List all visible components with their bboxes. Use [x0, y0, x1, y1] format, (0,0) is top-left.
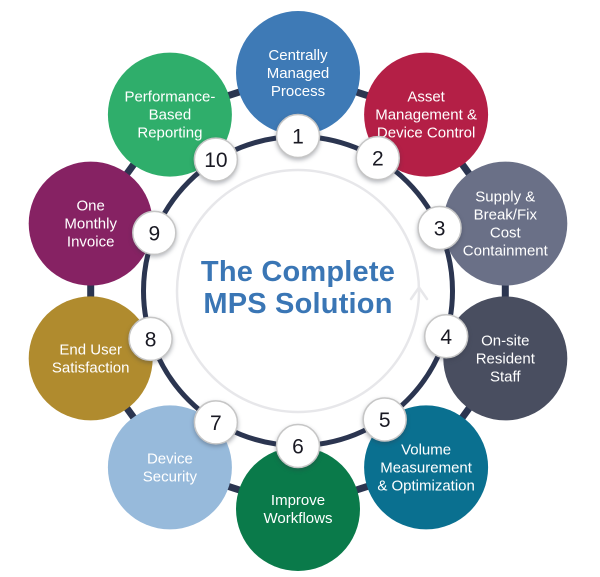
label-line: Containment [463, 243, 549, 260]
step-badge-10: 10 [193, 137, 239, 182]
solution-circle-shape [28, 161, 153, 286]
step-number: 4 [440, 326, 452, 349]
step-badge-4: 4 [423, 314, 469, 359]
label-line: & Optimization [377, 477, 475, 494]
label-line: Managed [267, 65, 330, 82]
step-badge-circle [355, 135, 401, 181]
label-line: Satisfaction [52, 359, 130, 376]
step-badge-circle [423, 314, 469, 359]
label-line: Workflows [264, 510, 333, 527]
step-number: 8 [145, 328, 157, 351]
label-line: Staff [490, 368, 521, 385]
step-badge-7: 7 [193, 400, 239, 445]
label-line: Resident [476, 350, 536, 367]
label-line: Asset [407, 89, 445, 106]
step-badge-2: 2 [355, 135, 401, 181]
step-number: 3 [434, 218, 446, 241]
label-line: Device [147, 450, 193, 467]
label-line: Cost [490, 225, 522, 242]
step-badge-circle [132, 210, 177, 256]
solution-circle-shape [236, 11, 360, 135]
label-line: Reporting [137, 125, 202, 142]
label-line: Process [271, 83, 325, 100]
label-line: Centrally [268, 47, 328, 64]
step-badge-circle [193, 400, 239, 445]
label-line: Management & [375, 107, 477, 124]
step-number: 6 [292, 436, 304, 459]
diagram-title-line2: MPS Solution [203, 288, 392, 320]
step-number: 7 [210, 412, 222, 435]
label-line: Based [149, 107, 192, 124]
step-badge-6: 6 [275, 423, 321, 469]
label-line: One [77, 198, 105, 215]
label-line: Performance- [124, 89, 215, 106]
label-line: Improve [271, 492, 325, 509]
diagram-title-line1: The Complete [201, 256, 395, 288]
step-badge-circle [128, 316, 173, 362]
solution-circle-shape [443, 296, 568, 421]
label-line: Device Control [377, 125, 475, 142]
label-line: Supply & [475, 189, 535, 206]
solution-circle-shape [236, 447, 360, 571]
step-number: 9 [148, 222, 160, 245]
label-line: End User [59, 341, 122, 358]
step-badge-5: 5 [362, 397, 407, 442]
label-line: Security [143, 468, 198, 485]
step-badge-8: 8 [128, 316, 173, 362]
step-badge-9: 9 [132, 210, 177, 256]
label-line: On-site [481, 332, 529, 349]
step-badge-circle [362, 397, 407, 442]
solution-circle-shape [443, 161, 568, 286]
step-badge-1: 1 [275, 113, 321, 159]
step-badge-circle [417, 205, 462, 251]
inner-faint-circle [175, 168, 421, 414]
step-badge-circle [275, 423, 321, 469]
label-line: Volume [401, 441, 451, 458]
label-line: Invoice [67, 234, 115, 251]
step-number: 1 [292, 126, 304, 149]
step-badge-3: 3 [417, 205, 462, 251]
step-number: 5 [379, 409, 391, 432]
solution-circle-shape [28, 296, 153, 421]
step-badge-circle [193, 137, 239, 182]
step-number: 10 [204, 149, 227, 172]
label-line: Break/Fix [474, 207, 538, 224]
label-line: Measurement [380, 459, 473, 476]
step-badge-circle [275, 113, 321, 159]
rotation-arrow-icon [409, 286, 429, 301]
step-number: 2 [372, 148, 384, 171]
label-line: Monthly [64, 216, 117, 233]
